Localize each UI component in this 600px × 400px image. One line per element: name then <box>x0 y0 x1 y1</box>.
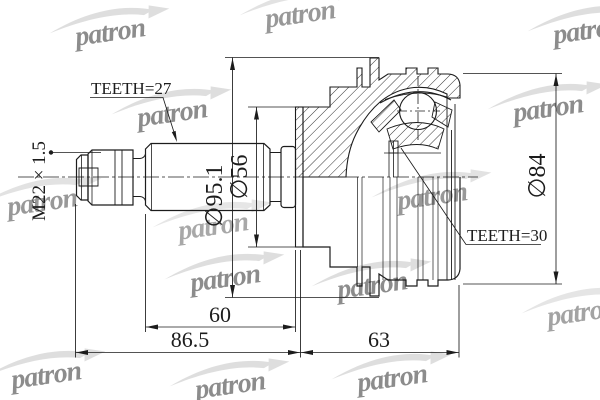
dimension-layer <box>48 57 562 358</box>
dimension-dia-95-1 <box>225 57 379 298</box>
shaft-neck <box>133 153 146 202</box>
patron-watermark: patron <box>164 251 285 299</box>
patron-watermark: patron <box>521 287 600 333</box>
cage-section-left <box>370 99 402 133</box>
cage-section-right <box>431 101 453 128</box>
patron-watermark: patron <box>0 175 102 223</box>
teeth-27-label: TEETH=27 <box>91 79 172 98</box>
leader-thread-spec <box>48 150 101 155</box>
boot-flange-hatched <box>295 107 303 177</box>
ball-bearing-assembly <box>370 76 453 177</box>
pin-hole <box>78 167 99 187</box>
housing-section-hatched <box>302 57 461 178</box>
patron-watermark: patron <box>487 81 600 129</box>
patron-watermark: patron <box>49 5 170 53</box>
housing-lower-profile <box>302 177 461 297</box>
patron-watermark: patron <box>111 86 232 134</box>
patron-watermark: patron <box>371 169 492 217</box>
inner-race-section <box>386 122 445 150</box>
length-60-label: 60 <box>209 302 231 327</box>
dia-56-label: ∅56 <box>227 155 253 200</box>
dia-95-1-label: ∅95.1 <box>202 165 228 228</box>
patron-watermark: patron <box>331 351 452 399</box>
dimension-60 <box>145 214 296 332</box>
watermark-text: patron <box>549 10 600 51</box>
patron-watermark: patron <box>169 358 290 400</box>
thread-spec-label: M22 × 1.5 <box>29 141 50 221</box>
dimension-63 <box>300 285 460 358</box>
annotation-text-layer: TEETH=27 TEETH=30 M22 × 1.5 ∅95.1 ∅56 ∅8… <box>29 79 551 352</box>
teeth-30-label: TEETH=30 <box>467 226 547 245</box>
hub-spline-lines <box>384 141 441 177</box>
patron-watermark: patron <box>527 5 600 51</box>
outer-race-groove <box>379 91 452 104</box>
dimension-dia-56 <box>248 106 297 248</box>
patron-watermark: patron <box>239 0 360 35</box>
length-86-5-label: 86.5 <box>171 327 210 352</box>
dimension-86-5 <box>75 204 301 358</box>
race-edge-lines-lower <box>357 177 439 280</box>
dia-84-label: ∅84 <box>525 154 551 199</box>
leader-teeth-27 <box>90 97 177 142</box>
watermark-text: patron <box>543 292 600 333</box>
shaft-collar <box>87 149 134 206</box>
spline-shaft <box>144 142 271 212</box>
watermark-text: patron <box>261 0 337 35</box>
dimension-dia-84 <box>463 73 562 285</box>
length-63-label: 63 <box>368 327 390 352</box>
leader-teeth-30 <box>400 147 541 245</box>
shaft-neck-right <box>270 152 281 202</box>
outer-race-groove-inner <box>384 92 448 100</box>
housing-outline <box>294 57 461 297</box>
